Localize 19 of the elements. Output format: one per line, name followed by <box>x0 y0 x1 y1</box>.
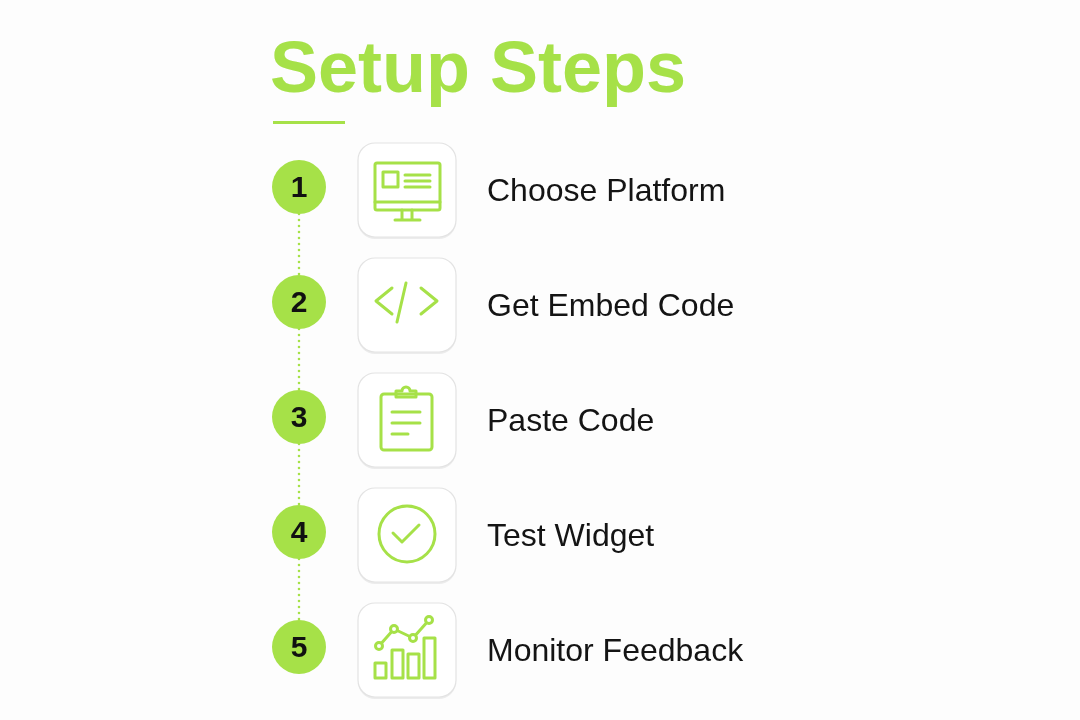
step-number: 1 <box>290 170 308 204</box>
step-label: Monitor Feedback <box>487 631 744 670</box>
dotted-connector <box>297 212 301 277</box>
step-number: 2 <box>290 285 308 319</box>
step-label: Paste Code <box>487 401 655 440</box>
step-label: Get Embed Code <box>487 286 735 325</box>
step-label: Choose Platform <box>487 171 726 210</box>
step-number-circle <box>272 505 326 559</box>
dotted-connector <box>297 442 301 507</box>
step-number: 3 <box>290 400 308 434</box>
dotted-connector <box>297 557 301 622</box>
step-number-circle <box>272 275 326 329</box>
dotted-connector <box>297 327 301 392</box>
step-number-circle <box>272 390 326 444</box>
step-label: Test Widget <box>487 516 655 555</box>
step-number: 5 <box>290 630 308 664</box>
step-number-circle <box>272 620 326 674</box>
step-number: 4 <box>290 515 308 549</box>
step-number-circle <box>272 160 326 214</box>
